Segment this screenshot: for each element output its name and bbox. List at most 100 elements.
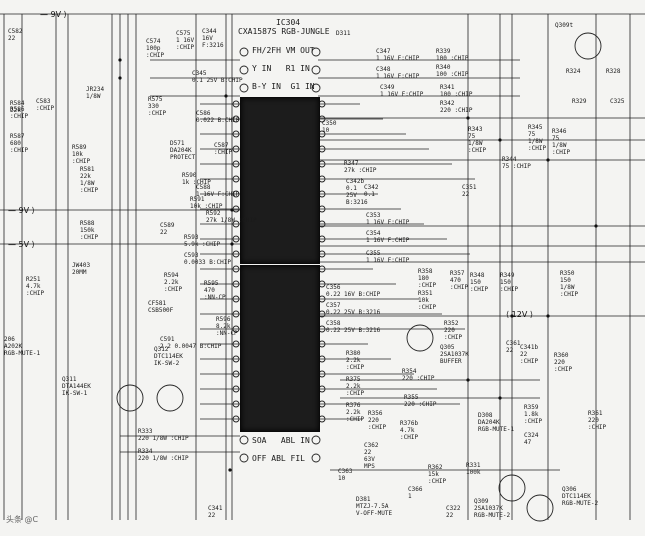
- component-label: C586 0.022 B:CHIP: [196, 110, 240, 124]
- component-label: C587 :CHIP: [214, 142, 233, 156]
- transistor-symbol: [498, 474, 526, 502]
- component-label: C341 22: [208, 505, 223, 519]
- ic-pin-bottom: [311, 453, 321, 463]
- rail-9v-top: — 9V ⟩: [40, 10, 67, 19]
- ic-pin-bottom: [311, 435, 321, 445]
- junction-dot: [510, 314, 514, 318]
- component-label: C588 1 16V F:CHIP: [196, 184, 240, 198]
- ic-pin-left: [232, 130, 240, 138]
- component-label: CF581 CSB500F: [148, 300, 174, 314]
- component-label: R333 220 1/8W :CHIP: [138, 428, 189, 442]
- component-label: C357 0.22 25V B:3216: [326, 302, 381, 316]
- component-label: 206 A202K RGB-MUTE-1: [4, 336, 41, 357]
- component-label: R349 150 :CHIP: [500, 272, 519, 293]
- component-label: C362 22 63V MPS: [364, 442, 379, 470]
- component-label: C350 10: [322, 120, 337, 134]
- ic-pin-left: [232, 100, 240, 108]
- component-label: Q305 2SA1037K BUFFER: [440, 344, 469, 365]
- component-label: C325: [610, 98, 625, 105]
- component-label: C342 0.1: [364, 184, 379, 198]
- watermark: 头条 @C: [6, 515, 39, 524]
- component-label: R380 2.2k :CHIP: [346, 350, 365, 371]
- ic-pin-label-3: B-Y IN G1 IN: [252, 82, 315, 91]
- component-label: R356 220 :CHIP: [368, 410, 387, 431]
- component-label: R331 100k: [466, 462, 481, 476]
- ic-part-label: CXA1587S RGB-JUNGLE: [238, 27, 330, 36]
- component-label: C356 0.22 16V B:CHIP: [326, 284, 381, 298]
- ic-pin-label-5: OFF ABL FIL: [252, 454, 305, 463]
- ic-pin-left: [232, 115, 240, 123]
- rail-12v: ⟨ 12V ⟩: [506, 310, 533, 319]
- component-label: R592 27k 1/8W :CHIP: [206, 210, 257, 224]
- component-label: R341 100 :CHIP: [440, 84, 473, 98]
- ic-pin-top: [239, 47, 249, 57]
- ic-pin-left: [232, 280, 240, 288]
- component-label: C582 22: [8, 28, 23, 42]
- component-label: C354 1 16V F:CHIP: [366, 230, 410, 244]
- ic-ref-label: IC304: [276, 18, 301, 27]
- component-label: R594 2.2k :CHIP: [164, 272, 183, 293]
- component-label: R593 5.9k :CHIP: [184, 234, 221, 248]
- component-label: R595 470 :NN-CP: [204, 280, 226, 301]
- component-label: Q309t: [555, 22, 574, 29]
- ic-pin-left: [232, 340, 240, 348]
- junction-dot: [466, 378, 470, 382]
- junction-dot: [118, 76, 122, 80]
- ic-pin-top: [239, 83, 249, 93]
- component-label: R587 680 :CHIP: [10, 133, 29, 154]
- component-label: R324: [566, 68, 581, 75]
- component-label: D308 DA204K RGB-MUTE-1: [478, 412, 515, 433]
- ic-body-lower: [240, 265, 320, 432]
- component-label: C575 1 16V :CHIP: [176, 30, 195, 51]
- component-label: Q312 DTC114EK IK-SW-2: [154, 346, 183, 367]
- junction-dot: [224, 94, 228, 98]
- component-label: R588 150k :CHIP: [80, 220, 99, 241]
- component-label: C349 1 16V F:CHIP: [380, 84, 424, 98]
- component-label: C361 22: [506, 340, 521, 354]
- component-label: R589 10k :CHIP: [72, 144, 91, 165]
- component-label: C341b 22 :CHIP: [520, 344, 539, 365]
- component-label: C351 22: [462, 184, 477, 198]
- junction-dot: [230, 208, 234, 212]
- ic-pin-left: [232, 160, 240, 168]
- ic-pin-left: [232, 190, 240, 198]
- component-label: C345 0.1 25V B:CHIP: [192, 70, 243, 84]
- ic-pin-left: [232, 385, 240, 393]
- transistor-symbol: [526, 494, 554, 522]
- component-label: C366 1: [408, 486, 423, 500]
- ic-pin-left: [232, 355, 240, 363]
- ic-pin-left: [232, 145, 240, 153]
- component-label: R361 220 :CHIP: [588, 410, 607, 431]
- ic-pin-left: [232, 235, 240, 243]
- ic-pin-left: [232, 175, 240, 183]
- component-label: C589 22: [160, 222, 175, 236]
- component-label: R343 75 1/8W :CHIP: [468, 126, 487, 154]
- component-label: C593 0.0033 B:CHIP: [184, 252, 231, 266]
- rail-9v-mid: — 9V ⟩: [8, 206, 35, 215]
- component-label: D381 MTZJ-7.5A V-OFF-MUTE: [356, 496, 393, 517]
- component-label: R376 2.2k :CHIP: [346, 402, 365, 423]
- component-label: R591 10k :CHIP: [190, 196, 223, 210]
- component-label: Q311 DTA144EK IK-SW-1: [62, 376, 91, 397]
- component-label: R351 10k :CHIP: [418, 290, 437, 311]
- ic-pin-label-4: SOA ABL IN: [252, 436, 310, 445]
- ic-pin-left: [232, 310, 240, 318]
- ic-pin-left: [232, 295, 240, 303]
- junction-dot: [228, 468, 232, 472]
- component-label: C358 0.22 25V B:3216: [326, 320, 381, 334]
- ic-pin-top: [311, 65, 321, 75]
- ic-pin-left: [232, 265, 240, 273]
- transistor-symbol: [574, 32, 602, 60]
- component-label: R344 75 :CHIP: [502, 156, 531, 170]
- component-label: R347 27k :CHIP: [344, 160, 377, 174]
- component-label: Q309 2SA1037K RGB-MUTE-2: [474, 498, 511, 519]
- transistor-symbol: [406, 324, 434, 352]
- ic-pin-left: [232, 250, 240, 258]
- component-label: C342b 0.1 25V B:3216: [346, 178, 368, 206]
- junction-dot: [498, 396, 502, 400]
- junction-dot: [230, 242, 234, 246]
- component-label: R581 22k 1/8W :CHIP: [80, 166, 99, 194]
- component-label: R350 150 1/8W :CHIP: [560, 270, 579, 298]
- component-label: R329: [572, 98, 587, 105]
